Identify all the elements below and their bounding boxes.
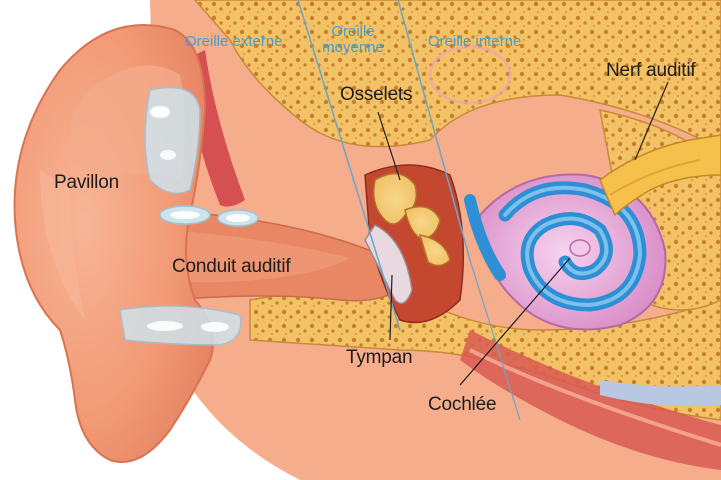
region-outer-ear-label: Oreille externe [185, 34, 283, 50]
region-middle-ear-line1: Oreille [318, 24, 388, 40]
ear-canal-label: Conduit auditif [172, 256, 290, 278]
region-middle-ear-label: Oreille moyenne [318, 24, 388, 56]
cochlea-label: Cochlée [428, 394, 496, 416]
auditory-nerve-label: Nerf auditif [606, 60, 695, 82]
eardrum-label: Tympan [346, 347, 412, 369]
region-inner-ear-label: Oreille interne [428, 34, 521, 50]
ossicles-label: Osselets [340, 84, 412, 106]
region-middle-ear-line2: moyenne [318, 40, 388, 56]
pinna-label: Pavillon [54, 172, 119, 194]
